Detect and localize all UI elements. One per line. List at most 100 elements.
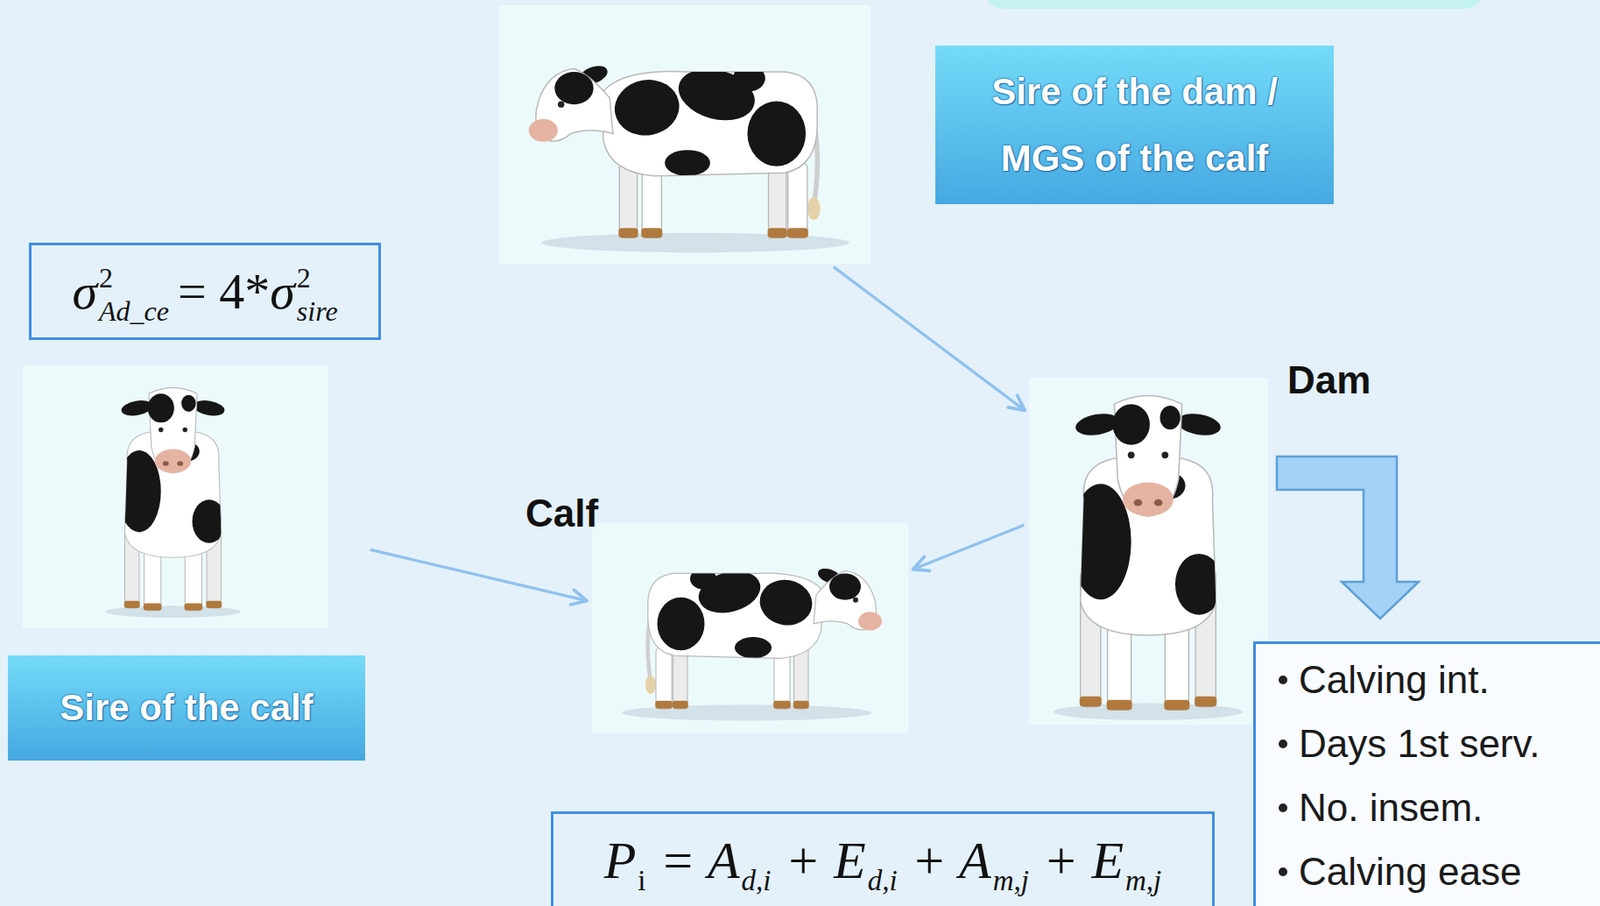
picture-ground bbox=[498, 5, 871, 264]
formula-subscript: sire bbox=[296, 296, 339, 325]
calf-illustration-part bbox=[124, 600, 141, 608]
calf-illustration-part bbox=[184, 603, 204, 611]
cow-illustration-part bbox=[1160, 405, 1181, 430]
label-box: Sire of the dam / MGS of the calf bbox=[935, 45, 1334, 205]
calf-illustration-part bbox=[117, 441, 226, 543]
bull-illustration-part bbox=[610, 61, 806, 177]
bull-illustration-part bbox=[787, 227, 809, 238]
cow-illustration-part bbox=[1134, 499, 1143, 507]
formula-superscript: 2 bbox=[296, 263, 311, 292]
calf-illustration-part bbox=[657, 563, 817, 658]
formula-symbol: = A bbox=[660, 833, 741, 887]
list-item-text: Calving int. bbox=[1298, 657, 1490, 702]
picture-ground bbox=[1029, 377, 1269, 725]
formula-superscript: 2 bbox=[98, 263, 113, 292]
calf-illustration-part bbox=[155, 449, 191, 474]
cow-illustration bbox=[1053, 394, 1244, 720]
calf-illustration-part bbox=[655, 700, 673, 709]
calf-illustration-part bbox=[655, 647, 672, 709]
calf-illustration-part-part bbox=[693, 563, 765, 620]
formula-line: Pi= Ad,i+ Ed,i+ Am,j+ Em,j bbox=[604, 833, 1163, 887]
calf-illustration bbox=[621, 563, 882, 720]
block-arrow bbox=[1276, 456, 1419, 619]
formula-subscript: i bbox=[637, 866, 646, 896]
dam-node: Dam bbox=[1029, 377, 1269, 725]
calf-illustration-part bbox=[143, 603, 163, 611]
bull-illustration-part bbox=[528, 119, 558, 142]
formula-symbol: + E bbox=[1043, 833, 1124, 887]
bull-illustration-part-part bbox=[672, 61, 761, 129]
list-item-text: Days 1st serv. bbox=[1298, 721, 1540, 766]
picture-ground bbox=[592, 522, 909, 734]
bull-illustration-part-part bbox=[610, 74, 684, 141]
bull-illustration-part bbox=[557, 100, 564, 107]
connector-arrow bbox=[913, 524, 1025, 570]
top-strip bbox=[984, 0, 1484, 9]
list-item-text: No. insem. bbox=[1298, 785, 1483, 830]
bull-illustration-part bbox=[768, 227, 788, 238]
calf-illustration-part bbox=[793, 700, 810, 709]
list-row: Days 1st serv. bbox=[1278, 711, 1600, 776]
cow-illustration-part bbox=[1194, 696, 1217, 707]
cow-illustration-part bbox=[1112, 403, 1150, 445]
cow-illustration-part bbox=[1122, 481, 1174, 516]
list-item-text: Calving ease bbox=[1298, 849, 1522, 894]
bull-illustration-part bbox=[788, 162, 808, 238]
heading-holder: Dam bbox=[1287, 358, 1371, 403]
cow-illustration-part bbox=[1163, 699, 1190, 711]
formula-symbol: σ bbox=[269, 266, 296, 318]
calf-illustration-part bbox=[773, 700, 791, 709]
formula-symbol: + A bbox=[911, 833, 992, 887]
calf-illustration-part bbox=[852, 597, 859, 603]
formula-line: σ2Ad_ce= 4*σ2sire bbox=[71, 266, 338, 318]
formula-subscript: d,i bbox=[867, 866, 898, 896]
formula-symbol: + E bbox=[785, 833, 867, 887]
formula-subscript: d,i bbox=[741, 866, 772, 896]
calf-illustration-part bbox=[192, 398, 226, 418]
cow-illustration-part bbox=[1154, 499, 1163, 507]
calf-node: Calf bbox=[592, 522, 909, 734]
calf-illustration-part bbox=[158, 427, 164, 433]
calf-illustration-part-part bbox=[657, 597, 705, 651]
calf-illustration-part bbox=[858, 611, 882, 630]
bull-illustration-part bbox=[618, 227, 638, 238]
label-text: Sire of the dam / MGS of the calf bbox=[985, 58, 1285, 192]
heading-holder: Calf bbox=[525, 491, 599, 536]
connector-arrow bbox=[370, 549, 587, 600]
formula-box: σ2Ad_ce= 4*σ2sire bbox=[28, 242, 381, 340]
bullet-dot bbox=[1278, 866, 1288, 876]
list-row: Calving int. bbox=[1278, 647, 1600, 712]
calf-illustration-part bbox=[183, 427, 189, 433]
calf-illustration-part-part bbox=[192, 499, 227, 543]
cow-illustration-part bbox=[1161, 451, 1169, 459]
bullet-dot bbox=[1278, 803, 1288, 812]
calf-illustration-part-part bbox=[756, 575, 817, 629]
calf-illustration-part-part bbox=[117, 450, 162, 533]
bull-illustration bbox=[528, 61, 850, 254]
list-row: No. insem. bbox=[1278, 775, 1600, 839]
formula-subscript: Ad_ce bbox=[98, 296, 170, 325]
formula-symbol: P bbox=[604, 833, 637, 887]
cow-illustration-part bbox=[1106, 699, 1133, 711]
formula-symbol: σ bbox=[71, 266, 98, 318]
bull-illustration-part-part bbox=[733, 65, 766, 92]
bull-illustration-part bbox=[807, 197, 821, 220]
picture-ground bbox=[22, 365, 329, 628]
calf-illustration-part bbox=[176, 460, 184, 466]
calf-illustration-part bbox=[645, 675, 656, 694]
calf-illustration-part-part bbox=[690, 567, 717, 589]
sire-label-node: Sire of the calf bbox=[7, 365, 366, 761]
formula-box: Pi= Ad,i+ Ed,i+ Am,j+ Em,j bbox=[550, 810, 1215, 906]
cow-illustration-part-part bbox=[1175, 553, 1223, 615]
calf-illustration-part bbox=[672, 700, 689, 709]
bullet-dot bbox=[1278, 675, 1288, 684]
bullet-dot bbox=[1278, 739, 1288, 748]
trait-list-box: Calving int. Days 1st serv. No. insem. Calv… bbox=[1253, 641, 1600, 906]
heading-text: Dam bbox=[1287, 358, 1371, 403]
calf-illustration-part bbox=[162, 460, 170, 466]
bull-illustration-part bbox=[554, 71, 593, 105]
label-box: Sire of the calf bbox=[7, 655, 366, 761]
calf-illustration bbox=[105, 387, 241, 618]
